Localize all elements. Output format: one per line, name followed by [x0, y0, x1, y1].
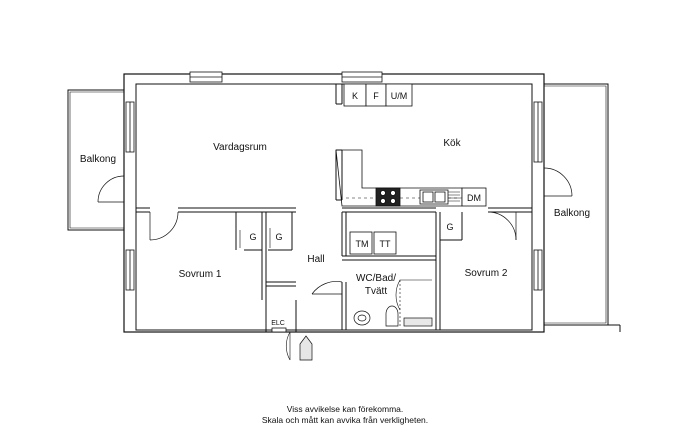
room-label-kok: Kök [443, 138, 461, 149]
fixture-label-tm: TM [356, 239, 369, 249]
fixture-label-g2: G [275, 232, 282, 242]
balcony-right [543, 83, 621, 332]
room-label-vardagsrum: Vardagsrum [213, 142, 267, 153]
room-label-hall: Hall [307, 254, 324, 265]
laundry [349, 231, 397, 255]
fixture-label-elc: ELC [271, 320, 285, 327]
fixture-label-tt: TT [380, 239, 391, 249]
room-label-wc-line2: Tvätt [365, 286, 387, 297]
room-label-balkong-left: Balkong [80, 154, 116, 165]
kitchen-cabinets [335, 83, 487, 207]
fixture-label-um: U/M [391, 91, 408, 101]
balcony-left [67, 89, 125, 231]
fixture-label-g3: G [446, 222, 453, 232]
bathroom-fixtures [353, 305, 433, 327]
room-label-balkong-right: Balkong [554, 208, 590, 219]
fixture-label-k: K [352, 91, 358, 101]
entrance [266, 327, 342, 361]
fixture-label-f: F [373, 91, 379, 101]
room-label-sovrum1: Sovrum 1 [179, 269, 222, 280]
fixture-label-dm: DM [467, 193, 481, 203]
room-label-sovrum2: Sovrum 2 [465, 268, 508, 279]
fixture-label-g1: G [249, 232, 256, 242]
disclaimer-line-2: Skala och mått kan avvika från verklighe… [261, 415, 429, 425]
room-label-wc-line1: WC/Bad/ [356, 273, 396, 284]
windows [125, 71, 543, 291]
interior-walls [136, 84, 532, 332]
disclaimer-line-1: Viss avvikelse kan förekomma. [286, 404, 404, 414]
